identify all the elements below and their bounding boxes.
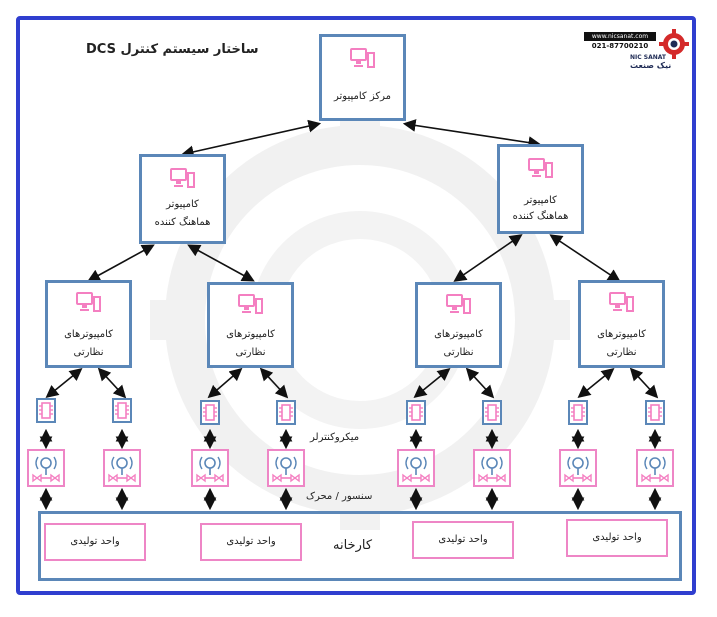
central-computer-label: مرکز کامپیوتر	[334, 91, 391, 102]
coordinator-label-line2: هماهنگ کننده	[512, 211, 569, 222]
computer-icon	[75, 292, 101, 312]
microcontroller-chip	[482, 400, 502, 425]
chip-icon	[203, 404, 217, 421]
supervisory-computer-box: کامپیوترهای نظارتی	[207, 282, 294, 368]
sensor-actuator	[267, 449, 305, 487]
computer-icon	[349, 48, 375, 68]
valve-sensor-icon	[641, 456, 669, 483]
valve-sensor-icon	[32, 456, 60, 483]
valve-sensor-icon	[108, 456, 136, 483]
brand-logo: www.nicsanat.com 021-87700210 NIC SANAT …	[584, 28, 700, 70]
chip-icon	[648, 404, 662, 421]
gear-icon	[659, 29, 689, 59]
production-unit: واحد تولیدی	[412, 521, 514, 559]
supervisory-computer-box: کامپیوترهای نظارتی	[45, 280, 132, 368]
supervisory-computer-box: کامپیوترهای نظارتی	[578, 280, 665, 368]
sensor-actuator	[27, 449, 65, 487]
logo-brand-en: NIC SANAT	[630, 54, 667, 61]
sensor-actuator-label: سنسور / محرک	[306, 491, 373, 502]
logo-website: www.nicsanat.com	[584, 32, 656, 41]
supervisory-label-line2: نظارتی	[235, 347, 266, 358]
production-unit: واحد تولیدی	[200, 523, 302, 561]
coordinator-computer-box: کامپیوتر هماهنگ کننده	[497, 144, 584, 234]
central-computer-box: مرکز کامپیوتر	[319, 34, 406, 121]
sensor-actuator	[191, 449, 229, 487]
chip-icon	[409, 404, 423, 421]
sensor-actuator	[103, 449, 141, 487]
coordinator-label-line1: کامپیوتر	[524, 195, 557, 206]
computer-icon	[445, 294, 471, 314]
valve-sensor-icon	[272, 456, 300, 483]
sensor-actuator	[559, 449, 597, 487]
sensor-actuator	[397, 449, 435, 487]
chip-icon	[485, 404, 499, 421]
logo-phone: 021-87700210	[591, 42, 649, 50]
supervisory-label-line1: کامپیوترهای	[226, 329, 275, 340]
supervisory-label-line2: نظارتی	[73, 347, 104, 358]
page-title: ساختار سیستم کنترل DCS	[86, 42, 259, 57]
microcontroller-chip	[112, 398, 132, 423]
supervisory-label-line1: کامپیوترهای	[434, 329, 483, 340]
microcontroller-chip	[645, 400, 665, 425]
supervisory-label-line1: کامپیوترهای	[64, 329, 113, 340]
logo-brand-fa: نیک صنعت	[630, 61, 672, 70]
valve-sensor-icon	[196, 456, 224, 483]
microcontroller-chip	[276, 400, 296, 425]
supervisory-label-line2: نظارتی	[443, 347, 474, 358]
factory-container	[38, 511, 682, 581]
coordinator-label-line2: هماهنگ کننده	[154, 217, 211, 228]
supervisory-label-line1: کامپیوترهای	[597, 329, 646, 340]
chip-icon	[39, 402, 53, 419]
microcontroller-chip	[406, 400, 426, 425]
computer-icon	[169, 168, 195, 188]
chip-icon	[279, 404, 293, 421]
chip-icon	[115, 402, 129, 419]
valve-sensor-icon	[564, 456, 592, 483]
sensor-actuator	[473, 449, 511, 487]
production-unit: واحد تولیدی	[44, 523, 146, 561]
microcontroller-label: میکروکنترلر	[310, 432, 360, 443]
supervisory-computer-box: کامپیوترهای نظارتی	[415, 282, 502, 368]
microcontroller-chip	[200, 400, 220, 425]
factory-label: کارخانه	[333, 538, 373, 553]
sensor-actuator	[636, 449, 674, 487]
coordinator-label-line1: کامپیوتر	[166, 199, 199, 210]
valve-sensor-icon	[402, 456, 430, 483]
production-unit: واحد تولیدی	[566, 519, 668, 557]
valve-sensor-icon	[478, 456, 506, 483]
microcontroller-chip	[568, 400, 588, 425]
computer-icon	[608, 292, 634, 312]
computer-icon	[237, 294, 263, 314]
microcontroller-chip	[36, 398, 56, 423]
coordinator-computer-box: کامپیوتر هماهنگ کننده	[139, 154, 226, 244]
chip-icon	[571, 404, 585, 421]
supervisory-label-line2: نظارتی	[606, 347, 637, 358]
computer-icon	[527, 158, 553, 178]
